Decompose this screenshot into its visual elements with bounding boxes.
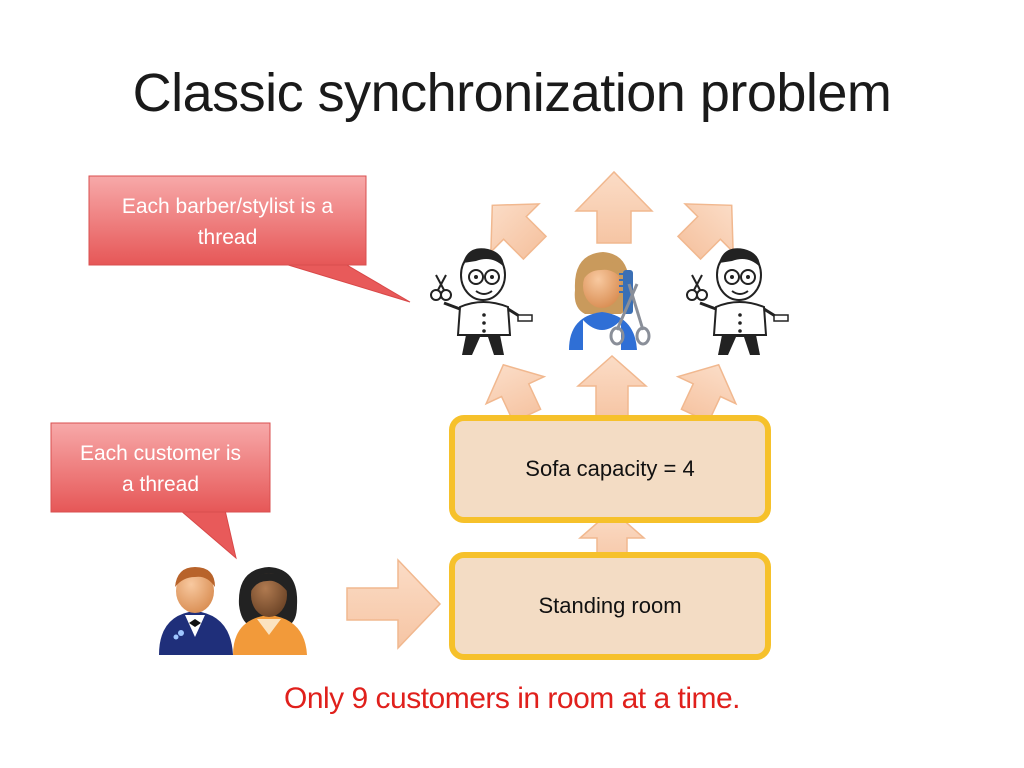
barber-icon xyxy=(686,248,789,355)
standing-room-box xyxy=(449,552,771,660)
arrow-customers-to-standing xyxy=(346,558,442,650)
standing-room-label: Standing room xyxy=(538,593,682,618)
arrow-up-right xyxy=(676,203,734,261)
arrow-up-left xyxy=(490,203,548,261)
callout-customer xyxy=(50,422,271,560)
callout-barber-text: Each barber/stylist is a thread xyxy=(89,191,366,253)
woman-customer-icon xyxy=(233,567,307,655)
sofa-box xyxy=(449,415,771,523)
arrow-sofa-to-barber-left xyxy=(484,363,547,423)
arrow-up-center xyxy=(574,170,654,244)
waiter-customer-icon xyxy=(159,567,233,655)
barber-icon xyxy=(430,248,533,355)
callout-barber-line2: thread xyxy=(197,226,258,249)
capacity-note: Only 9 customers in room at a time. xyxy=(284,682,741,715)
stylist-icon xyxy=(569,252,651,350)
arrow-sofa-to-stylist xyxy=(576,354,648,419)
callout-customer-line2: a thread xyxy=(121,473,200,496)
callout-barber-line1: Each barber/stylist is a xyxy=(121,195,334,218)
callout-customer-line1: Each customer is xyxy=(79,442,242,465)
sofa-capacity-label: Sofa capacity = 4 xyxy=(525,456,695,481)
slide-title: Classic synchronization problem xyxy=(132,63,892,123)
callout-barber xyxy=(88,175,411,303)
callout-customer-text: Each customer is a thread xyxy=(51,438,270,500)
